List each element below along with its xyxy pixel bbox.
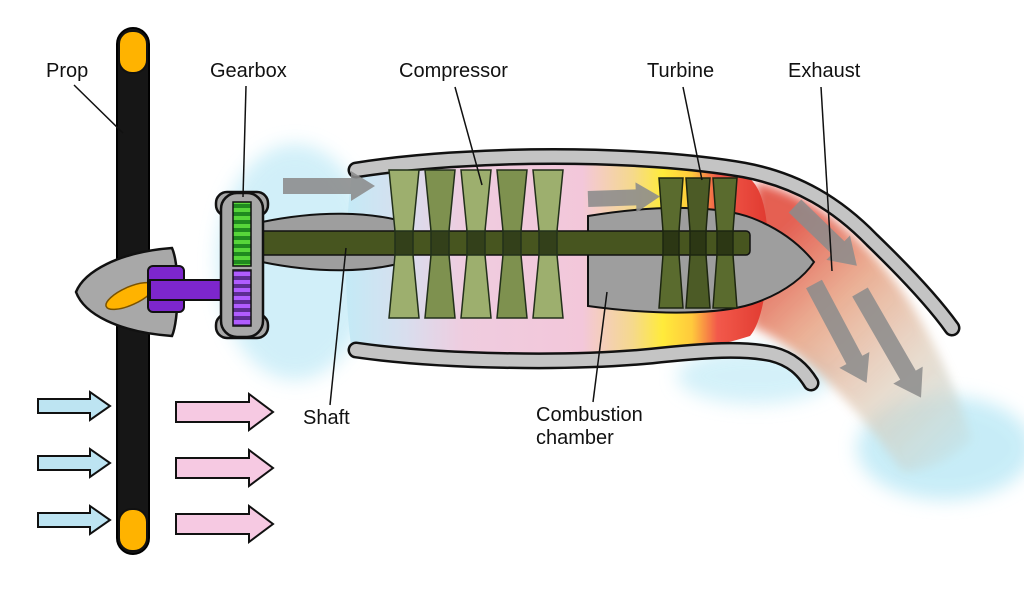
labels: Prop Gearbox Compressor Turbine Exhaust …	[46, 60, 861, 449]
compressor-blade	[460, 254, 492, 319]
turbine-blade	[712, 254, 738, 309]
leader-lines	[73, 84, 833, 406]
intake-arrows	[37, 390, 112, 536]
prop-tip-bottom	[118, 508, 148, 552]
exhaust-arrow-1	[788, 199, 857, 266]
internal-flow-arrows	[283, 171, 660, 213]
label-exhaust: Exhaust	[788, 60, 861, 82]
compressor-blade	[532, 169, 564, 232]
compressor-blade	[496, 169, 528, 232]
label-shaft: Shaft	[303, 407, 350, 429]
leader-exhaust	[820, 86, 833, 272]
prop-wash-arrows	[175, 392, 275, 544]
prop-wash-arrow	[175, 392, 275, 432]
label-combustion-line2: chamber	[536, 427, 614, 449]
leader-turbine	[682, 86, 703, 181]
label-combustion-line1: Combustion	[536, 404, 643, 426]
leader-shaft	[329, 247, 347, 406]
turbine-blade	[685, 177, 711, 232]
compressor-blade	[388, 254, 420, 319]
gear-green	[232, 201, 252, 267]
intake-arrow	[37, 447, 112, 479]
intake-arrow	[37, 390, 112, 422]
gear-purple	[232, 269, 252, 327]
flow-arrow-combustion	[587, 182, 660, 213]
compressor-blade	[424, 169, 456, 232]
gearbox	[214, 190, 270, 340]
turbine-blade	[712, 177, 738, 232]
compressor-blade	[532, 254, 564, 319]
leader-compressor	[454, 86, 483, 186]
leader-combustion	[592, 291, 608, 403]
casing-bottom	[350, 344, 817, 389]
leader-gearbox	[242, 85, 247, 198]
compressor-blades	[388, 169, 564, 319]
turbine-blade	[685, 254, 711, 309]
flow-arrow-intake	[283, 171, 375, 201]
exhaust-arrows	[788, 199, 923, 398]
compressor-blade	[388, 169, 420, 232]
prop-tip-top	[118, 30, 148, 74]
casing-top	[350, 150, 958, 334]
label-compressor: Compressor	[399, 60, 508, 82]
turbine-hub-blocks	[662, 229, 734, 257]
exhaust-arrow-3	[852, 287, 923, 398]
coupler	[147, 265, 237, 313]
compressor-blade	[496, 254, 528, 319]
prop-wash-arrow	[175, 504, 275, 544]
turbine-blade	[658, 254, 684, 309]
leader-prop	[73, 84, 124, 134]
label-prop: Prop	[46, 60, 88, 82]
exhaust-arrow-2	[806, 279, 870, 383]
engine-casing	[347, 148, 961, 392]
turbine-blade	[658, 177, 684, 232]
label-gearbox: Gearbox	[210, 60, 287, 82]
label-turbine: Turbine	[647, 60, 714, 82]
compressor-blade	[460, 169, 492, 232]
turbine-blades	[658, 177, 738, 309]
compressor-blade	[424, 254, 456, 319]
intake-arrow	[37, 504, 112, 536]
prop-wash-arrow	[175, 448, 275, 488]
